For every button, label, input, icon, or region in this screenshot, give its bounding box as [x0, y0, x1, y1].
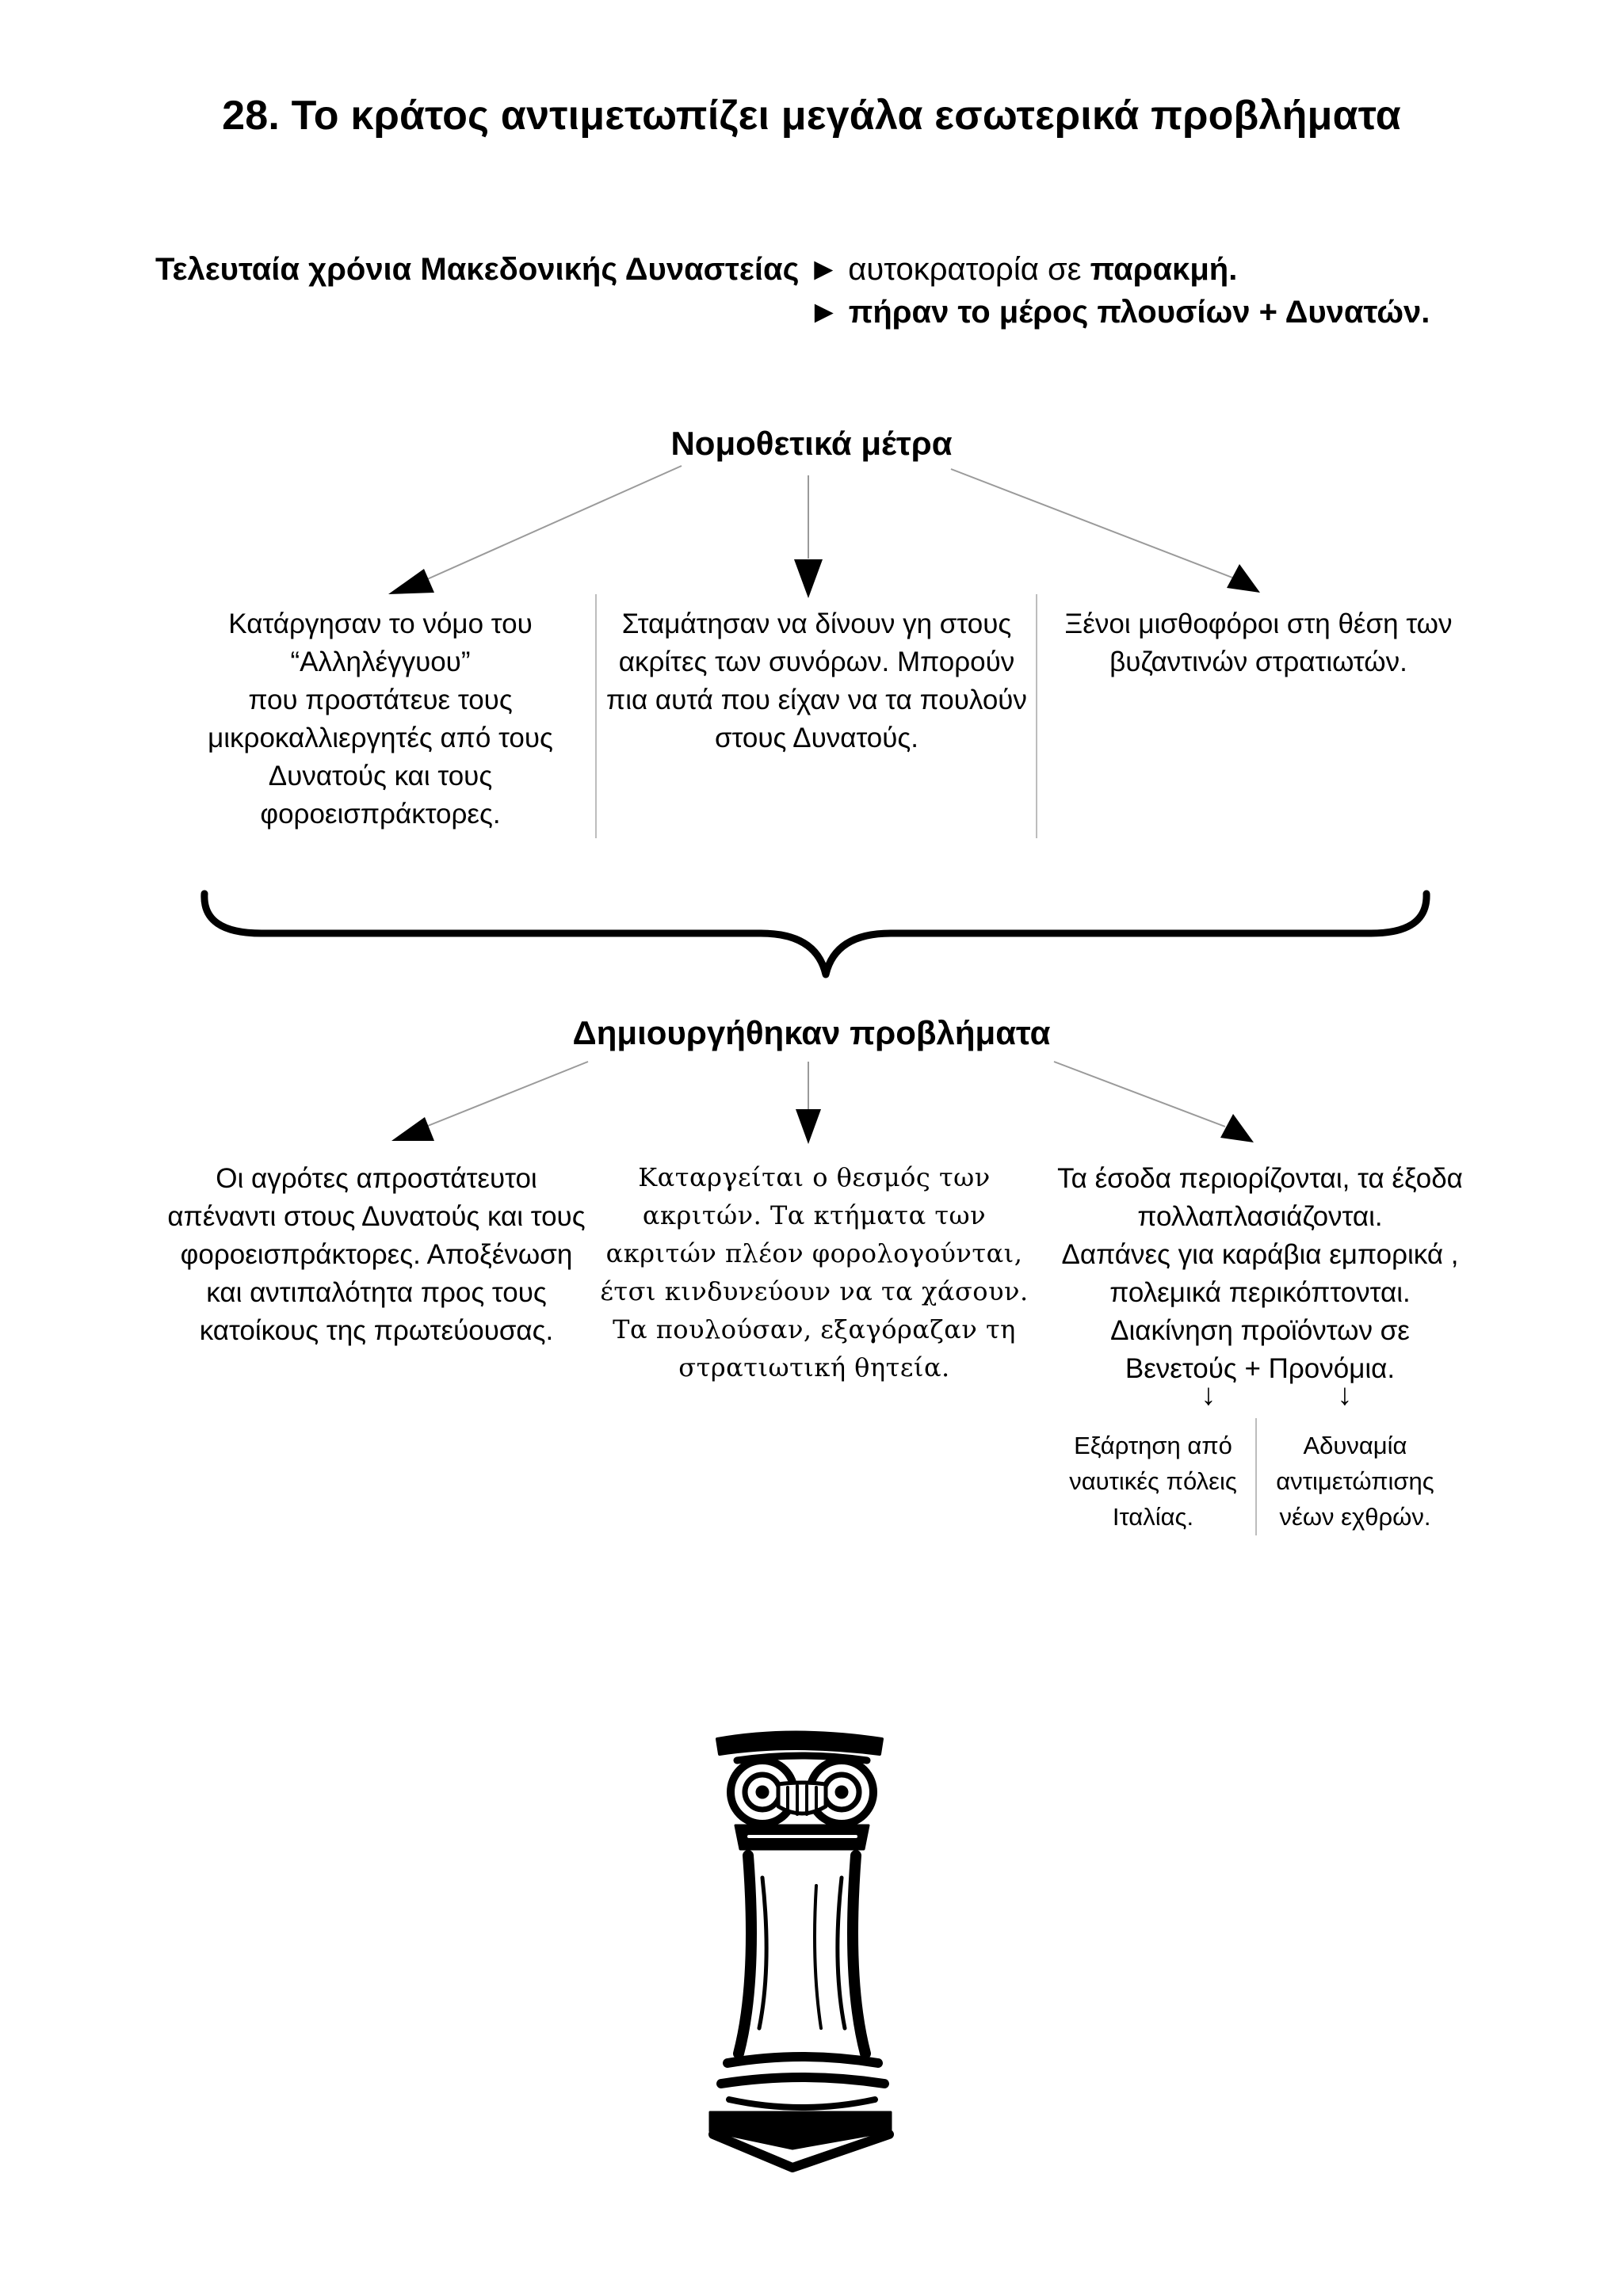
problem-3-line: Δαπάνες για καράβια εμπορικά , [1061, 1239, 1459, 1270]
arrowhead-center-2-icon [796, 1109, 821, 1144]
intro-line-1: Τελευταία χρόνια Μακεδονικής Δυναστείας … [155, 252, 1237, 288]
problem-box-2: Καταργείται ο θεσμός των ακριτών. Τα κτή… [598, 1158, 1030, 1386]
measure-1-line: που προστάτευε τους [248, 685, 513, 715]
intro-line-2: ► πήραν το μέρος πλουσίων + Δυνατών. [808, 295, 1430, 330]
problem-3-line: Τα έσοδα περιορίζονται, τα έξοδα [1057, 1163, 1463, 1194]
problem-3-line: πολεμικά περικόπτονται. [1109, 1277, 1411, 1308]
measure-2-line: πια αυτά που είχαν να τα πουλούν [606, 685, 1027, 715]
measure-1-line: φοροεισπράκτορες. [260, 799, 501, 830]
consequence-box-2: Αδυναμία αντιμετώπισης νέων εχθρών. [1264, 1428, 1446, 1535]
problem-3-line: πολλαπλασιάζονται. [1137, 1201, 1383, 1232]
problem-2-line: έτσι κινδυνεύουν να τα χάσουν. [600, 1276, 1029, 1306]
intro-point-1-text: αυτοκρατορία σε [848, 252, 1082, 287]
problem-2-line: ακριτών. Τα κτήματα των [642, 1200, 987, 1230]
measure-2-line: Σταμάτησαν να δίνουν γη στους [621, 608, 1012, 639]
problem-1-line: Οι αγρότες απροστάτευτοι [216, 1163, 537, 1194]
problem-2-line: στρατιωτική θητεία. [678, 1352, 950, 1383]
arrowhead-center-icon [794, 559, 823, 598]
measure-1-line: Κατάργησαν το νόμο του [228, 608, 533, 639]
measure-2-line: στους Δυνατούς. [715, 723, 918, 753]
connector-right [950, 468, 1233, 578]
ionic-column-icon [708, 1730, 894, 2172]
problem-2-line: ακριτών πλέον φορολογούνται, [605, 1238, 1023, 1268]
section1-connectors [418, 465, 1233, 584]
section2-connectors [419, 1061, 1226, 1130]
problem-box-3: Τα έσοδα περιορίζονται, τα έξοδα πολλαπλ… [1038, 1160, 1482, 1388]
consequence-2-line: Αδυναμία [1303, 1432, 1407, 1459]
intro-point-2: πήραν το μέρος πλουσίων + Δυνατών. [848, 295, 1430, 330]
section2-heading: Δημιουργήθηκαν προβλήματα [572, 1014, 1051, 1051]
consequence-1-line: Ιταλίας. [1112, 1503, 1194, 1531]
curly-brace-icon [200, 890, 1430, 978]
intro-point-1-bold: παρακμή. [1090, 252, 1238, 287]
problem-3-line: Βενετούς + Προνόμια. [1125, 1353, 1396, 1384]
section1-heading: Νομοθετικά μέτρα [670, 425, 953, 462]
measure-box-2: Σταμάτησαν να δίνουν γη στους ακρίτες τω… [601, 605, 1033, 757]
problem-box-1: Οι αγρότες απροστάτευτοι απέναντι στους … [162, 1160, 590, 1350]
page-title: 28. Το κράτος αντιμετωπίζει μεγάλα εσωτε… [222, 93, 1401, 139]
arrowhead-right-icon [1227, 564, 1260, 593]
intro-arrow-1: ► [808, 252, 840, 287]
problem-1-line: κατοίκους της πρωτεύουσας. [199, 1315, 554, 1346]
connector-right-2 [1053, 1061, 1226, 1127]
problem-2-line: Καταργείται ο θεσμός των [638, 1162, 991, 1192]
arrowhead-left-icon [388, 569, 434, 594]
measure-1-line: “Αλληλέγγυου” [290, 646, 471, 677]
measure-box-1: Κατάργησαν το νόμο του “Αλληλέγγυου” που… [170, 605, 590, 833]
down-arrow-left-icon: ↓ [1201, 1379, 1216, 1412]
consequence-1-line: ναυτικές πόλεις [1069, 1467, 1237, 1495]
measure-1-line: μικροκαλλιεργητές από τους [208, 723, 553, 753]
consequence-1-line: Εξάρτηση από [1074, 1432, 1232, 1459]
problem-3-line: Διακίνηση προϊόντων σε [1110, 1315, 1410, 1346]
arrowhead-right-2-icon [1220, 1114, 1254, 1142]
measure-3-line: Ξένοι μισθοφόροι στη θέση των [1064, 608, 1453, 639]
down-arrow-right-icon: ↓ [1337, 1379, 1353, 1412]
consequence-2-line: αντιμετώπισης [1276, 1467, 1434, 1495]
problem-1-line: απέναντι στους Δυνατούς και τους [167, 1201, 586, 1232]
intro-lead: Τελευταία χρόνια Μακεδονικής Δυναστείας [155, 252, 800, 287]
problem-2-line: Τα πουλούσαν, εξαγόραζαν τη [613, 1314, 1016, 1344]
arrowhead-left-2-icon [391, 1117, 434, 1141]
problem-1-line: και αντιπαλότητα προς τους [206, 1277, 547, 1308]
measure-box-3: Ξένοι μισθοφόροι στη θέση των βυζαντινών… [1044, 605, 1472, 681]
measure-2-line: ακρίτες των συνόρων. Μπορούν [618, 646, 1015, 677]
consequence-2-line: νέων εχθρών. [1279, 1503, 1431, 1531]
measure-3-line: βυζαντινών στρατιωτών. [1109, 646, 1407, 677]
problem-1-line: φοροεισπράκτορες. Αποξένωση [180, 1239, 573, 1270]
consequence-box-1: Εξάρτηση από ναυτικές πόλεις Ιταλίας. [1058, 1428, 1248, 1535]
measure-1-line: Δυνατούς και τους [268, 761, 493, 791]
connector-left [418, 465, 682, 584]
connector-left-2 [419, 1061, 589, 1130]
intro-arrow-2: ► [808, 295, 840, 330]
